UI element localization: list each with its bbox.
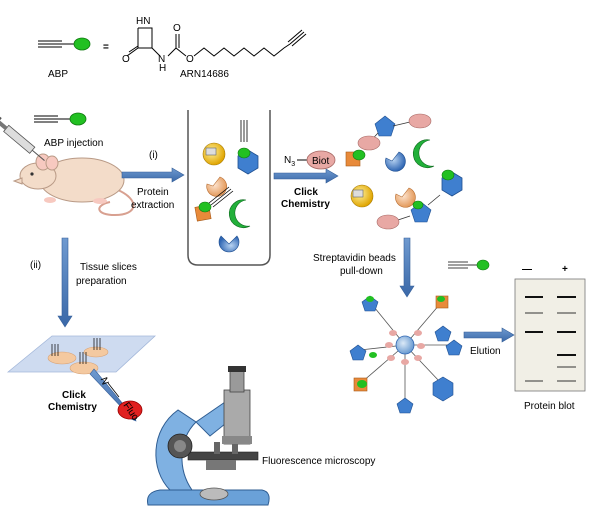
blot-plus-label: + [562,264,568,275]
abp-label: ABP [48,69,68,80]
protein-blot [514,278,586,392]
structure-h-label: H [159,63,166,74]
arrow-streptavidin [399,237,415,298]
click-chemistry-2-line1: Click [62,390,86,401]
arrow-elution [463,327,515,343]
bead-attachments [349,295,463,414]
biot-label: Biot [312,156,329,167]
protein-label: Protein [137,187,169,198]
arrow-protein-extraction [121,167,185,183]
biotin-tag-icon [306,150,336,170]
fluorescence-microscopy-label: Fluorescence microscopy [262,456,375,467]
step-i-label: (i) [149,150,158,161]
tissue-line1: Tissue slices [80,262,137,273]
structure-o1-label: O [122,54,130,65]
structure-o2-label: O [173,23,181,34]
structure-n-label: N [158,54,165,65]
biotinylated-proteins [345,113,463,230]
protein-blot-label: Protein blot [524,401,575,412]
tissue-line2: preparation [76,276,127,287]
mouse-icon [0,115,135,217]
azide-label: N3 [284,155,295,168]
click-chemistry-1-line2: Chemistry [281,199,330,210]
microscope-icon [147,366,270,506]
svg-text:N: N [98,376,111,387]
equals-sign: = [103,42,109,53]
abp-probe-icon [34,112,87,126]
step-ii-label: (ii) [30,260,41,271]
extraction-label: extraction [131,200,174,211]
streptavidin-line1: Streptavidin beads [313,253,396,264]
structure-o3-label: O [186,54,194,65]
blot-minus-label: — [522,264,532,275]
compound-name: ARN14686 [180,69,229,80]
click-chemistry-2-line2: Chemistry [48,402,97,413]
elution-label: Elution [470,346,501,357]
test-tube [187,110,271,266]
arrow-click-chemistry [273,168,339,184]
structure-hn-label: HN [136,16,150,27]
fluorophore-tag-icon: N Fluo [98,376,143,423]
arn14686-structure [126,27,307,57]
blot-abp-icon [448,259,490,271]
streptavidin-line2: pull-down [340,266,383,277]
tissue-slide [6,335,157,375]
abp-injection-label: ABP injection [44,138,103,149]
click-chemistry-1-line1: Click [294,187,318,198]
abp-legend: ABP = [38,37,109,80]
arrow-tissue-slices [57,237,73,328]
tube-proteins [194,120,259,253]
abp-green-tag-icon [73,37,91,51]
